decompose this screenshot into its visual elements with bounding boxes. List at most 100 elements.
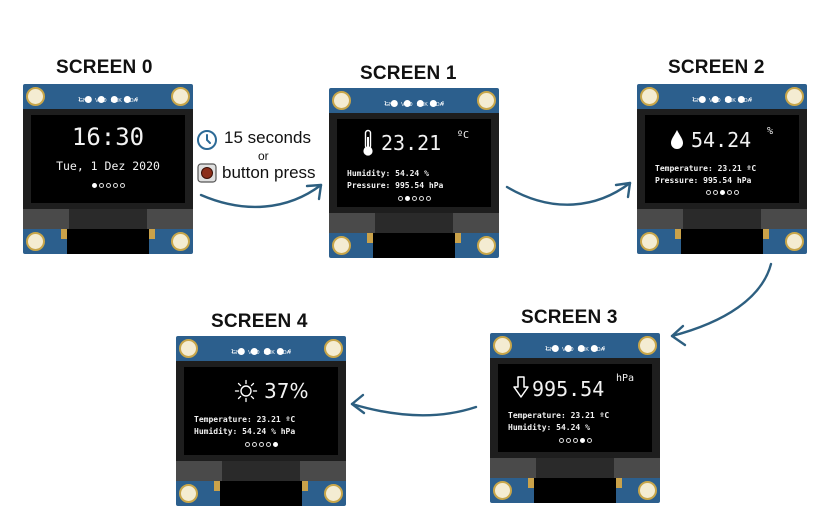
reading-value: 54.24 [691,128,752,152]
button-icon [197,163,217,183]
pin-number: 4 [602,345,606,352]
mount-hole [785,232,804,251]
page-dot [98,183,104,188]
mount-hole [324,484,343,503]
mount-hole [477,91,496,110]
display-glass: 995.54 hPa Temperature: 23.21 ºC Humidit… [490,358,660,458]
pin-label: VDD [94,98,107,104]
pin-label: SDA [125,98,138,104]
page-dot [719,190,725,195]
page-dot [91,183,97,188]
mount-hole [493,336,512,355]
pin-number: 4 [441,100,445,107]
ribbon-connector [61,229,155,254]
flow-arrow [350,402,478,417]
transition-text: 15 seconds [224,128,311,147]
page-dots [337,195,491,203]
page-dot [404,196,410,201]
page-dot [712,190,718,195]
page-dot [572,438,578,443]
clock-icon [197,130,217,150]
pin-label: GND [384,102,397,108]
pin-label: SCK [416,102,428,108]
pin-label: VDD [247,350,260,356]
page-dots [31,182,185,190]
reading-unit: hPa [616,373,635,384]
mount-hole [171,232,190,251]
mount-hole [638,336,657,355]
page-dot [119,183,125,188]
clock-time: 16:30 [71,123,145,151]
page-dot [272,442,278,447]
pin-label: SCK [263,350,275,356]
arrow-down-icon [513,376,529,398]
page-dot [265,442,271,447]
clock-date: Tue, 1 Dez 2020 [56,159,160,173]
screen-title: SCREEN 0 [56,57,153,78]
pin-label: GND [545,347,558,353]
pin-number: 1 [77,96,81,103]
lower-block [761,209,807,229]
arrowhead [305,183,323,201]
ribbon-connector [367,233,461,258]
mount-hole [171,87,190,106]
reading-unit: ºC [457,130,470,141]
info-line: Humidity: 54.24 % [508,423,590,432]
lower-block [300,461,346,481]
lower-block [614,458,660,478]
pin-number: 1 [691,96,695,103]
mount-hole [477,236,496,255]
mount-hole [785,87,804,106]
ribbon-connector [214,481,308,506]
pin-label: SCK [724,98,736,104]
mount-hole [179,484,198,503]
reading-value: 23.21 [381,131,442,155]
pin-label: SCK [110,98,122,104]
pin-label: GND [231,350,244,356]
page-dot [105,183,111,188]
arrowhead [670,324,687,347]
page-dots [184,441,338,449]
arrowhead [614,181,632,199]
page-dot [397,196,403,201]
mount-hole [332,91,351,110]
pin-number: 1 [544,345,548,352]
screen-title: SCREEN 4 [211,311,308,332]
lower-block [23,209,69,229]
transition-text: button press [222,163,316,182]
ribbon-connector [675,229,769,254]
page-dot [705,190,711,195]
page-dot [579,438,585,443]
mount-hole [638,481,657,500]
pin-number: 4 [135,96,139,103]
pin-number: 4 [288,348,292,355]
thermometer-icon [363,129,373,156]
sun-icon [234,379,258,403]
mount-hole [493,481,512,500]
page-dot [586,438,592,443]
info-line: Temperature: 23.21 ºC [508,411,610,420]
page-dot [244,442,250,447]
mount-hole [640,232,659,251]
flow-arrow [670,262,773,338]
pin-number: 1 [230,348,234,355]
lower-block [329,213,375,233]
page-dot [418,196,424,201]
pin-label: VDD [708,98,721,104]
page-dot [726,190,732,195]
page-dot [425,196,431,201]
screen-title: SCREEN 1 [360,63,457,84]
pin-label: SDA [278,350,291,356]
arrowhead [350,393,366,415]
pin-label: GND [692,98,705,104]
page-dot [251,442,257,447]
